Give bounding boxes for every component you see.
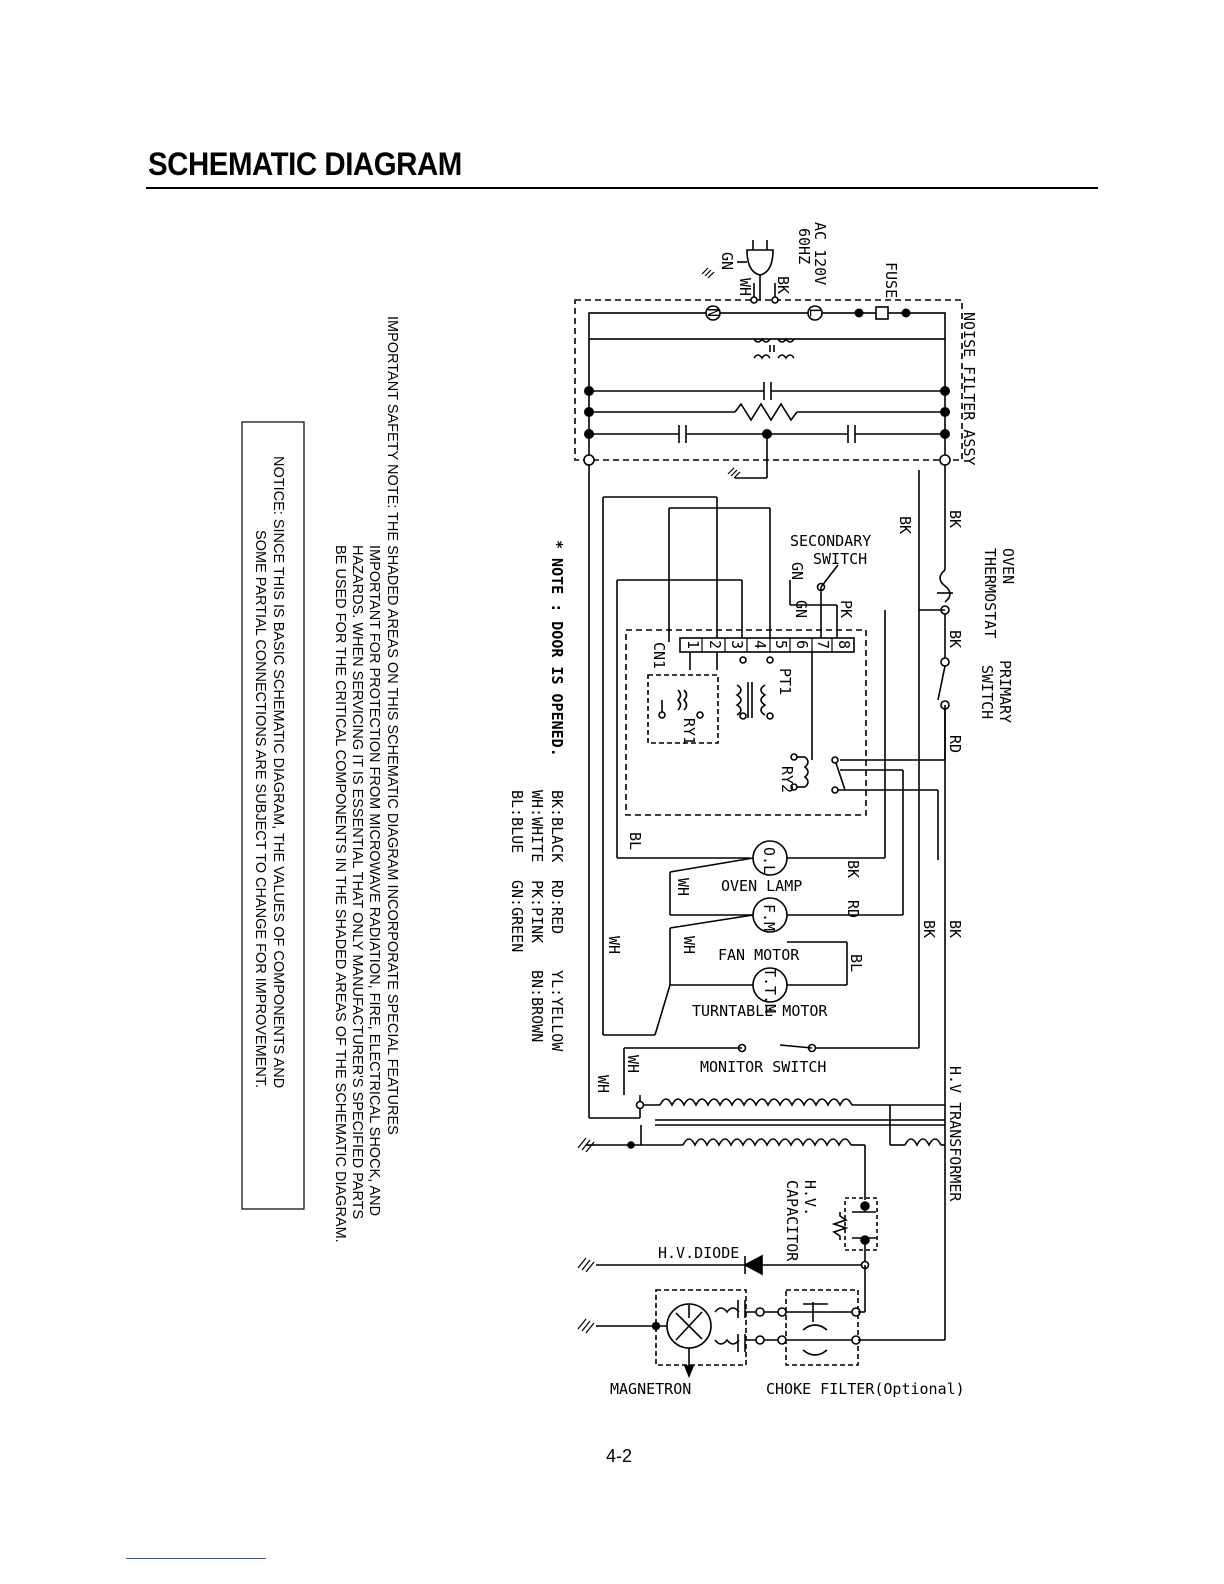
power-plug xyxy=(701,240,779,304)
legend-yl: YL:YELLOW xyxy=(548,970,566,1052)
safety-note-line-3: HAZARDS. WHEN SERVICING IT IS ESSENTIAL … xyxy=(349,545,365,1219)
power-label-2: 60HZ xyxy=(795,228,813,264)
oven-lamp-label: OVEN LAMP xyxy=(721,877,802,895)
notice: NOTICE: SINCE THIS IS BASIC SCHEMATIC DI… xyxy=(252,456,286,1088)
ry1-label: RY1 xyxy=(680,718,698,745)
legend-bk: BK:BLACK xyxy=(548,790,566,862)
choke-filter xyxy=(745,1265,945,1366)
wire-wh-lamp: WH xyxy=(674,878,692,896)
color-legend: BK:BLACK RD:RED YL:YELLOW WH:WHITE PK:PI… xyxy=(508,790,566,1052)
pin-5: 5 xyxy=(772,640,790,649)
power-label-1: AC 120V xyxy=(811,222,829,285)
cn1-label: CN1 xyxy=(650,642,668,669)
pin-3: 3 xyxy=(728,640,746,649)
thermostat-label-2: THERMOSTAT xyxy=(981,548,999,638)
page-number: 4-2 xyxy=(606,1446,633,1466)
hv-diode-label: H.V.DIODE xyxy=(658,1244,739,1262)
wire-wh-monitor: WH xyxy=(624,1055,642,1073)
secondary-switch-label-2: SWITCH xyxy=(813,550,867,568)
choke-filter-label: CHOKE FILTER(Optional) xyxy=(766,1380,965,1398)
safety-note-line-4: BE USED FOR THE CRITICAL COMPONENTS IN T… xyxy=(332,545,348,1243)
pin-7: 7 xyxy=(814,640,832,649)
pin-6: 6 xyxy=(793,640,811,649)
legend-rd: RD:RED xyxy=(548,880,566,934)
n-terminal: N xyxy=(704,308,722,317)
footer-line xyxy=(126,1558,266,1559)
legend-bl: BL:BLUE xyxy=(508,790,526,853)
magnetron xyxy=(577,1289,747,1379)
wire-wh-bottom: WH xyxy=(594,1075,612,1093)
notice-line-2: SOME PARTIAL CONNECTIONS ARE SUBJECT TO … xyxy=(252,530,268,1088)
wire-bk-fan: BK xyxy=(920,920,938,938)
legend-bn: BN:BROWN xyxy=(528,970,546,1042)
l-terminal: L xyxy=(806,308,824,317)
fan-motor-label: FAN MOTOR xyxy=(718,946,800,964)
secondary-switch-label-1: SECONDARY xyxy=(790,532,871,550)
door-note: * NOTE : DOOR IS OPENED. xyxy=(548,540,566,757)
ol-label: O.L xyxy=(760,847,778,874)
hv-capacitor xyxy=(831,1197,878,1265)
pin-1: 1 xyxy=(684,640,702,649)
title-rule xyxy=(146,187,1098,189)
wire-gn-2: GN xyxy=(792,600,810,618)
ttm-label: T.T.M xyxy=(761,968,779,1013)
pin-8: 8 xyxy=(835,640,853,649)
wire-gn-1: GN xyxy=(788,562,806,580)
hv-capacitor-label-1: H.V. xyxy=(801,1180,819,1216)
fm-label: F.M xyxy=(760,904,778,931)
wire-gn-plug: GN xyxy=(718,252,736,270)
legend-wh: WH:WHITE xyxy=(528,790,546,862)
wire-bk-right-2: BK xyxy=(946,920,964,938)
notice-line-1: NOTICE: SINCE THIS IS BASIC SCHEMATIC DI… xyxy=(270,456,286,1088)
ry2-label: RY2 xyxy=(778,766,796,793)
monitor-switch-label: MONITOR SWITCH xyxy=(700,1058,826,1076)
legend-pk: PK:PINK xyxy=(528,880,546,943)
pt1-label: PT1 xyxy=(776,668,794,695)
thermostat-label-1: OVEN xyxy=(999,548,1017,584)
wire-wh-fan: WH xyxy=(680,936,698,954)
notice-box xyxy=(241,421,305,1210)
legend-gn: GN:GREEN xyxy=(508,880,526,952)
noise-filter-label: NOISE FILTER ASSY xyxy=(960,312,978,466)
hv-transformer xyxy=(577,1098,945,1200)
safety-note-line-1: IMPORTANT SAFETY NOTE: THE SHADED AREAS … xyxy=(384,316,400,1135)
hv-capacitor-label-2: CAPACITOR xyxy=(783,1180,801,1262)
wire-bk-lamp: BK xyxy=(844,860,862,878)
wire-bl-fan: BL xyxy=(847,954,865,972)
magnetron-label: MAGNETRON xyxy=(610,1380,691,1398)
main-wiring xyxy=(588,465,953,1340)
safety-note: IMPORTANT SAFETY NOTE: THE SHADED AREAS … xyxy=(332,316,400,1243)
hv-transformer-label: H.V TRANSFORMER xyxy=(946,1066,964,1202)
primary-switch-label-2: SWITCH xyxy=(978,665,996,719)
wire-bk-plug: BK xyxy=(774,276,792,294)
wire-wh-plug: WH xyxy=(736,278,754,296)
primary-switch-label-1: PRIMARY xyxy=(996,660,1014,723)
wire-bk-branch: BK xyxy=(896,516,914,534)
pin-4: 4 xyxy=(751,640,769,649)
safety-note-line-2: IMPORTANT FOR PROTECTION FROM MICROWAVE … xyxy=(366,545,382,1216)
noise-filter-assy xyxy=(574,299,963,479)
wire-bl-left: BL xyxy=(626,832,644,850)
fuse-label: FUSE xyxy=(882,262,900,298)
control-unit xyxy=(625,629,867,816)
wire-bk-right: BK xyxy=(946,510,964,528)
turntable-motor-label: TURNTABLE MOTOR xyxy=(692,1002,828,1020)
page-title: SCHEMATIC DIAGRAM xyxy=(148,146,462,182)
hv-diode xyxy=(577,1254,870,1276)
wire-rd-primary: RD xyxy=(946,735,964,753)
wire-bk-thermo: BK xyxy=(946,630,964,648)
wire-wh-left: WH xyxy=(605,936,623,954)
connector-pins: 1 2 3 4 5 6 7 8 xyxy=(684,640,853,649)
pin-2: 2 xyxy=(706,640,724,649)
wire-pk: PK xyxy=(837,600,855,618)
wire-rd-fan: RD xyxy=(844,900,862,918)
